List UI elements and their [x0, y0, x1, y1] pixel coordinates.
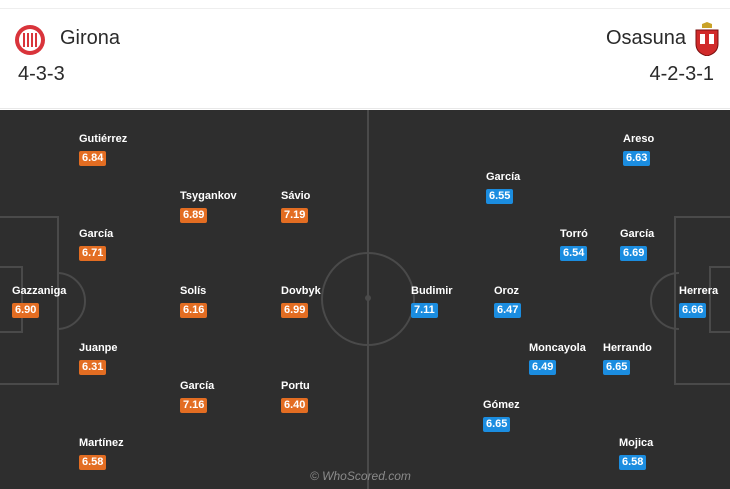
player-name: García	[620, 228, 655, 240]
player-away[interactable]: García 6.55	[486, 171, 520, 204]
girona-crest-icon	[15, 25, 45, 55]
player-home[interactable]: Gazzaniga 6.90	[12, 285, 66, 318]
player-name: Gazzaniga	[12, 285, 67, 297]
player-away[interactable]: Areso 6.63	[623, 133, 654, 166]
player-name: García	[79, 228, 114, 240]
player-rating: 6.65	[483, 417, 511, 432]
player-home[interactable]: Solís 6.16	[180, 285, 208, 318]
home-goal-box	[0, 266, 23, 333]
player-name: Gómez	[483, 399, 520, 411]
player-home[interactable]: Martínez 6.58	[79, 437, 124, 470]
player-rating: 6.58	[79, 455, 107, 470]
player-rating: 6.16	[180, 303, 208, 318]
watermark: © WhoScored.com	[310, 469, 411, 483]
player-rating: 6.90	[12, 303, 40, 318]
player-name: Gutiérrez	[79, 133, 128, 145]
player-rating: 6.49	[529, 360, 557, 375]
home-team-name[interactable]: Girona	[60, 27, 121, 49]
away-team-name[interactable]: Osasuna	[605, 27, 686, 49]
player-away[interactable]: Oroz 6.47	[494, 285, 522, 318]
player-rating: 6.65	[603, 360, 631, 375]
player-rating: 7.19	[281, 208, 309, 223]
player-name: Solís	[180, 285, 207, 297]
player-name: Mojica	[619, 437, 654, 449]
player-rating: 6.71	[79, 246, 107, 261]
divider	[0, 8, 730, 9]
center-spot	[365, 295, 371, 301]
home-formation: 4-3-3	[18, 63, 65, 85]
player-name: Portu	[281, 380, 310, 392]
player-home[interactable]: García 6.71	[79, 228, 113, 261]
player-name: Budimir	[411, 285, 453, 297]
player-rating: 6.31	[79, 360, 107, 375]
player-rating: 6.69	[620, 246, 648, 261]
player-away[interactable]: Gómez 6.65	[483, 399, 520, 432]
player-rating: 6.63	[623, 151, 651, 166]
match-header: Girona 4-3-3 Osasuna 4-2-3-1	[0, 0, 730, 109]
player-name: Juanpe	[79, 342, 118, 354]
away-goal-box	[709, 266, 730, 333]
player-away[interactable]: Mojica 6.58	[619, 437, 653, 470]
player-name: Herrando	[603, 342, 652, 354]
osasuna-crest-icon	[695, 22, 719, 56]
player-home[interactable]: Tsygankov 6.89	[180, 190, 237, 223]
player-rating: 6.40	[281, 398, 309, 413]
player-name: Tsygankov	[180, 190, 237, 202]
center-circle	[321, 252, 415, 346]
player-home[interactable]: Portu 6.40	[281, 380, 310, 413]
player-name: Moncayola	[529, 342, 586, 354]
player-rating: 7.11	[411, 303, 438, 318]
player-rating: 7.16	[180, 398, 208, 413]
player-away[interactable]: García 6.69	[620, 228, 654, 261]
player-rating: 6.47	[494, 303, 522, 318]
player-name: Martínez	[79, 437, 124, 449]
player-name: Oroz	[494, 285, 520, 297]
player-rating: 6.99	[281, 303, 309, 318]
player-rating: 6.54	[560, 246, 588, 261]
away-formation: 4-2-3-1	[649, 63, 714, 85]
player-name: Herrera	[679, 285, 719, 297]
player-rating: 6.66	[679, 303, 707, 318]
player-home[interactable]: García 7.16	[180, 380, 214, 413]
player-name: Dovbyk	[281, 285, 321, 297]
pitch	[0, 110, 730, 489]
player-away[interactable]: Torró 6.54	[560, 228, 588, 261]
player-home[interactable]: Gutiérrez 6.84	[79, 133, 127, 166]
player-home[interactable]: Juanpe 6.31	[79, 342, 118, 375]
player-rating: 6.84	[79, 151, 107, 166]
player-away[interactable]: Moncayola 6.49	[529, 342, 586, 375]
player-name: Areso	[623, 133, 655, 145]
player-away[interactable]: Budimir 7.11	[411, 285, 453, 318]
player-rating: 6.55	[486, 189, 514, 204]
player-away[interactable]: Herrera 6.66	[679, 285, 718, 318]
player-name: Sávio	[281, 190, 311, 202]
player-name: García	[486, 171, 521, 183]
player-name: García	[180, 380, 215, 392]
player-away[interactable]: Herrando 6.65	[603, 342, 652, 375]
player-rating: 6.89	[180, 208, 208, 223]
player-home[interactable]: Sávio 7.19	[281, 190, 310, 223]
player-rating: 6.58	[619, 455, 647, 470]
player-name: Torró	[560, 228, 588, 240]
player-home[interactable]: Dovbyk 6.99	[281, 285, 321, 318]
